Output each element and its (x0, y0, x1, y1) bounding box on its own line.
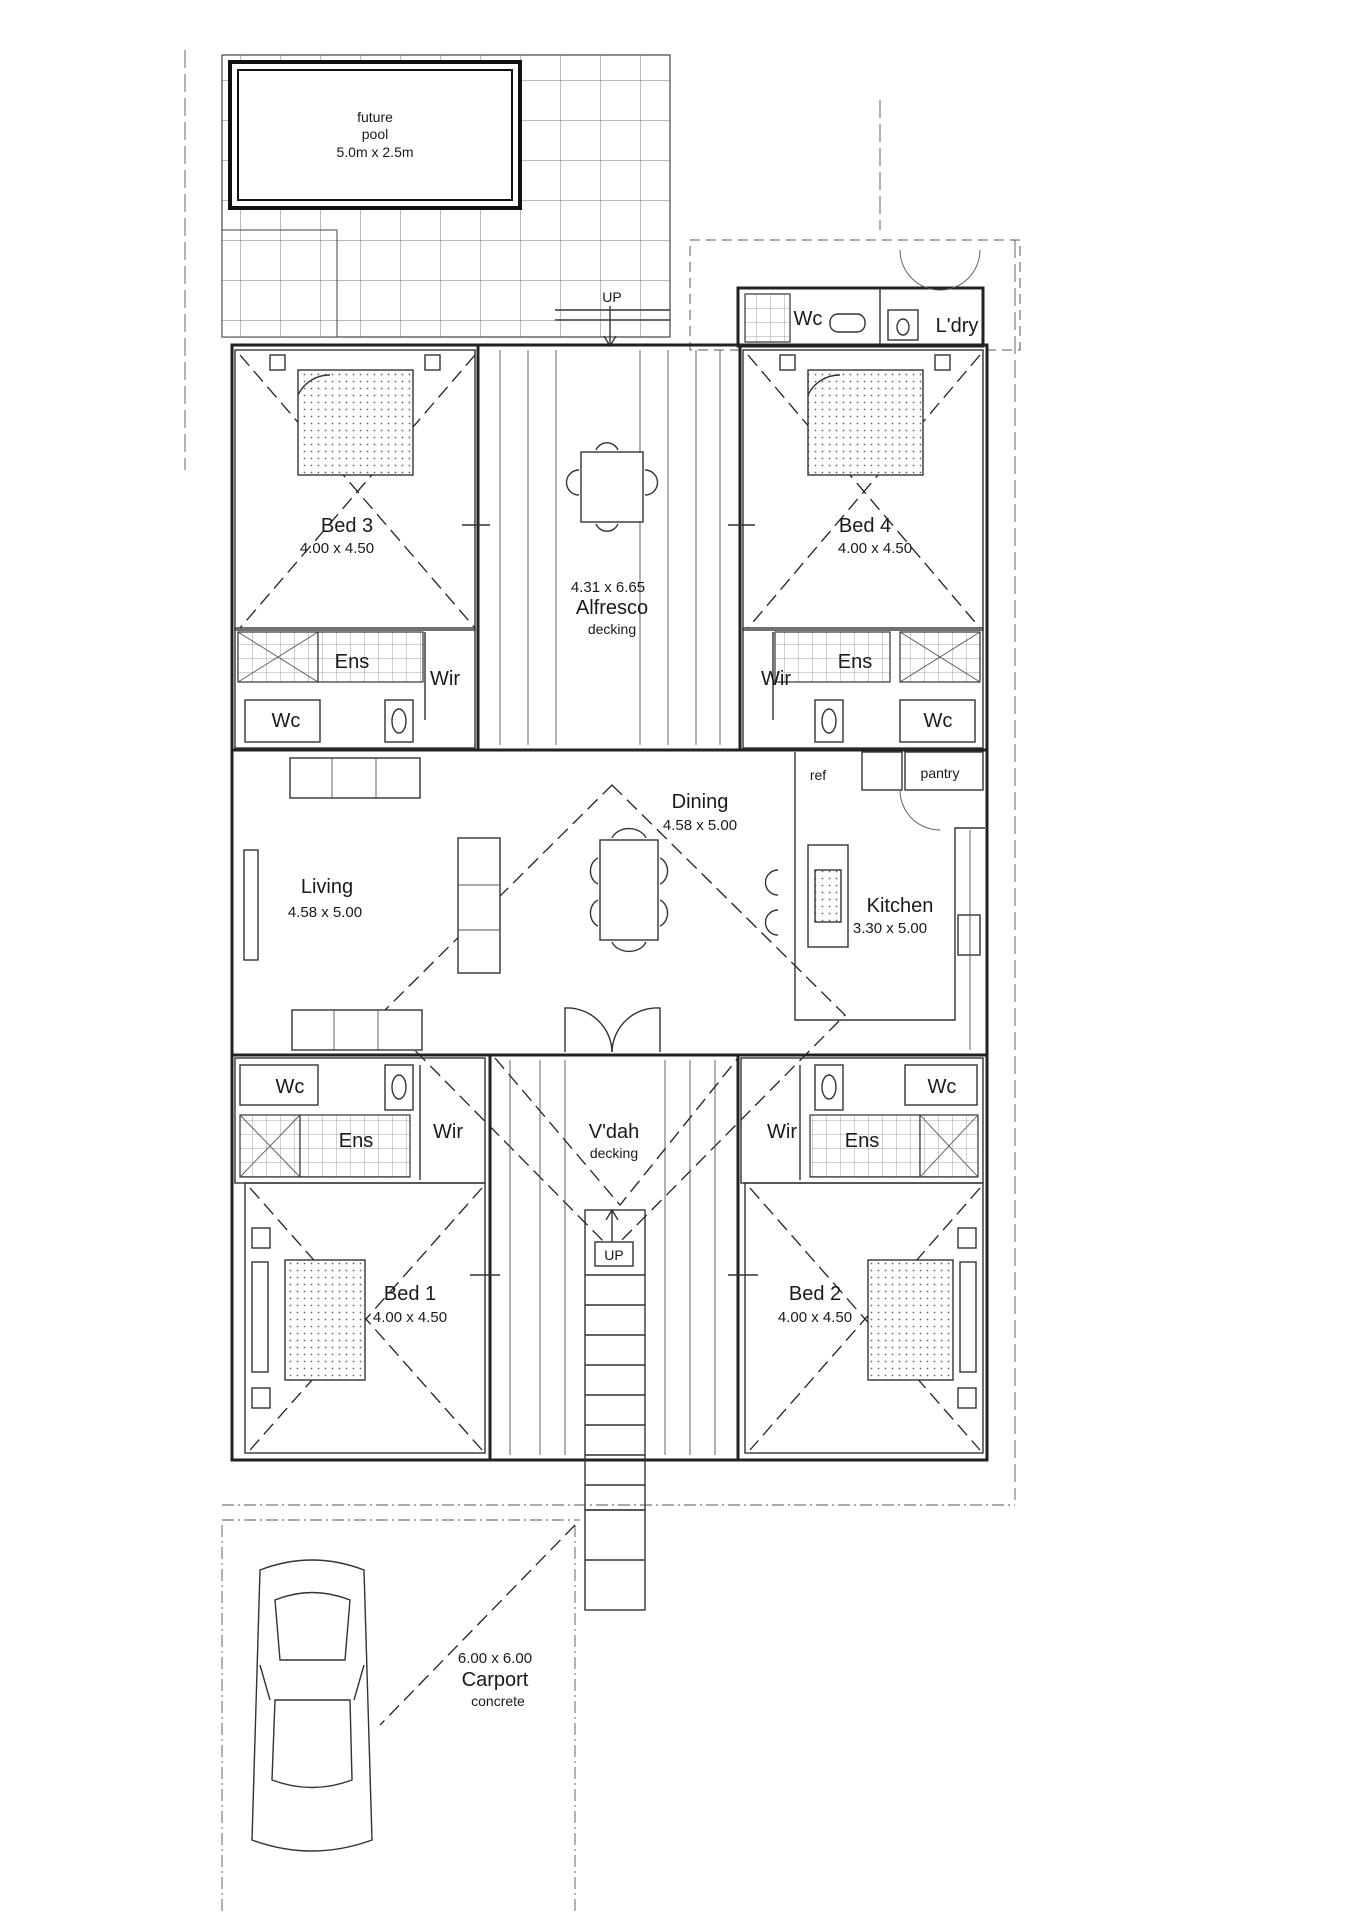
kitchen-dims: 3.30 x 5.00 (853, 920, 927, 937)
ensuite-top-left: Ens Wir Wc (234, 627, 476, 749)
dining-name: Dining (672, 791, 729, 813)
wc-top-right-label: Wc (924, 710, 953, 732)
carport-area: 6.00 x 6.00 Carport concrete (221, 1504, 1015, 1915)
alfresco-name: Alfresco (576, 597, 648, 619)
alfresco-dims: 4.31 x 6.65 (571, 579, 645, 596)
bed1-bed-icon (284, 1259, 366, 1381)
bed4-bed-icon (807, 369, 924, 476)
stairs-up-bottom-label: UP (604, 1247, 623, 1263)
dining-table-icon (599, 839, 659, 941)
bed4-room: Bed 4 4.00 x 4.50 (728, 349, 984, 631)
alfresco-finish: decking (588, 621, 636, 637)
living-name: Living (301, 876, 353, 898)
bed3-dims: 4.00 x 4.50 (300, 540, 374, 557)
ens-top-right-label: Ens (838, 651, 872, 673)
carport-name: Carport (462, 1669, 529, 1691)
ens-bottom-left-label: Ens (339, 1130, 373, 1152)
kitchen-name: Kitchen (867, 895, 934, 917)
alfresco-decking (499, 350, 721, 745)
verandah-finish: decking (590, 1145, 638, 1161)
boundary-lines (184, 50, 1016, 1500)
house-walls (230, 343, 989, 1462)
ensuite-bottom-right: Wc Wir Ens (740, 1057, 984, 1184)
bed1-name: Bed 1 (384, 1283, 436, 1305)
wc-bottom-left-label: Wc (276, 1076, 305, 1098)
stairs-up-top-label: UP (602, 289, 621, 305)
bed4-dims: 4.00 x 4.50 (838, 540, 912, 557)
bed2-name: Bed 2 (789, 1283, 841, 1305)
bed1-room: Bed 1 4.00 x 4.50 (244, 1182, 500, 1454)
bed3-room: Bed 3 4.00 x 4.50 (234, 349, 490, 631)
living-dims: 4.58 x 5.00 (288, 904, 362, 921)
wir-bottom-right-label: Wir (767, 1121, 797, 1143)
bed1-dims: 4.00 x 4.50 (373, 1309, 447, 1326)
laundry-area: Wc L'dry (689, 239, 1021, 351)
bed2-room: Bed 2 4.00 x 4.50 (728, 1182, 984, 1454)
pool-label-line1: future (357, 109, 393, 125)
bed2-bed-icon (867, 1259, 954, 1381)
bed3-bed-icon (297, 369, 414, 476)
alfresco-labels: 4.31 x 6.65 Alfresco decking (571, 579, 648, 637)
bed3-name: Bed 3 (321, 515, 373, 537)
sofa-icon (291, 1009, 423, 1051)
future-pool: future pool 5.0m x 2.5m (228, 60, 522, 210)
sink-icon (814, 869, 842, 923)
carport-dims: 6.00 x 6.00 (458, 1650, 532, 1667)
living-dining-area: Living 4.58 x 5.00 Dining 4.58 x 5.00 (243, 757, 846, 1251)
dining-dims: 4.58 x 5.00 (663, 817, 737, 834)
wir-bottom-left-label: Wir (433, 1121, 463, 1143)
wc-top-left-label: Wc (272, 710, 301, 732)
ensuite-top-right: Ens Wir Wc (742, 627, 984, 749)
ensuite-bottom-left: Wc Ens Wir (234, 1057, 486, 1184)
alfresco-table-icon (565, 442, 659, 532)
kitchen-area: ref pantry Kitchen 3.30 x 5.00 (764, 751, 985, 1050)
bed2-dims: 4.00 x 4.50 (778, 1309, 852, 1326)
car-icon (251, 1559, 373, 1852)
stairs-up-bottom: UP (584, 1208, 646, 1611)
stairs-up-top: UP (555, 289, 670, 348)
verandah-area: V'dah decking (494, 1057, 739, 1455)
laundry-label: L'dry (936, 315, 979, 337)
wir-top-left-label: Wir (430, 668, 460, 690)
carport-finish: concrete (471, 1693, 525, 1709)
ref-label: ref (810, 767, 826, 783)
sofa-icon (457, 837, 501, 974)
sofa-icon (289, 757, 421, 799)
bed4-name: Bed 4 (839, 515, 891, 537)
ens-top-left-label: Ens (335, 651, 369, 673)
pool-label-line3: 5.0m x 2.5m (336, 144, 413, 160)
toilet-icon (829, 313, 866, 333)
tv-unit-icon (243, 849, 259, 961)
pool-label-line2: pool (362, 126, 388, 142)
pantry-label: pantry (921, 765, 960, 781)
wir-top-right-label: Wir (761, 668, 791, 690)
laundry-wc-label: Wc (794, 308, 823, 330)
verandah-name: V'dah (589, 1121, 640, 1143)
ens-bottom-right-label: Ens (845, 1130, 879, 1152)
wc-bottom-right-label: Wc (928, 1076, 957, 1098)
